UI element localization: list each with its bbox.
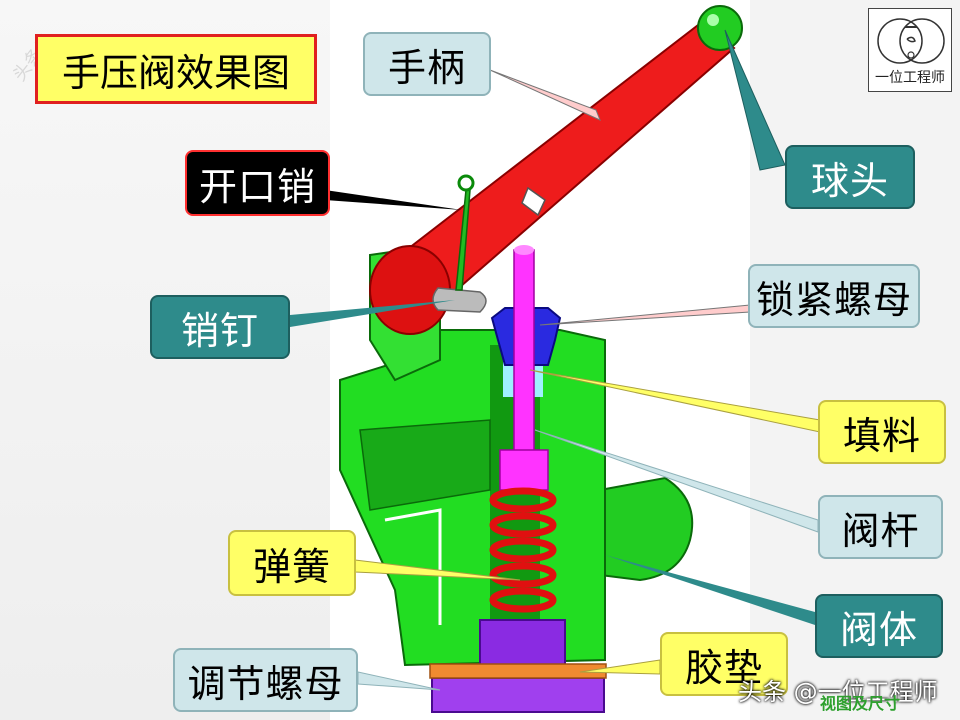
leader-pin xyxy=(290,300,455,327)
outlet-pipe xyxy=(599,476,694,582)
pin-shape xyxy=(432,287,487,313)
inlet-passage xyxy=(359,419,491,511)
stem-collar xyxy=(499,449,549,491)
logo-mark-icon xyxy=(877,18,945,64)
cotter-pin-loop xyxy=(457,174,475,192)
label-pin: 销钉 xyxy=(150,295,290,359)
label-cotter-pin: 开口销 xyxy=(185,150,330,216)
label-ball-head: 球头 xyxy=(785,145,915,209)
leader-cotter-pin xyxy=(325,190,462,210)
logo-name: 一位工程师 xyxy=(875,70,945,86)
adjust-nut-lower xyxy=(431,677,605,713)
label-packing: 填料 xyxy=(818,400,946,464)
label-gasket: 胶垫 xyxy=(660,632,788,696)
handle-ring xyxy=(521,186,546,217)
watermark-subtext: 视图及尺寸 xyxy=(820,694,901,713)
stem-top xyxy=(514,245,534,255)
label-adjust-nut: 调节螺母 xyxy=(173,648,358,712)
logo: 一位工程师 xyxy=(868,8,952,92)
spring-shape xyxy=(489,487,557,613)
leader-lines xyxy=(290,29,821,691)
leader-lock-nut xyxy=(539,304,751,326)
valve-stem-shape xyxy=(513,249,535,481)
gasket-shape xyxy=(429,663,607,679)
watermark: 头条 @一位工程师 xyxy=(738,678,938,706)
leader-adjust-nut xyxy=(357,671,441,691)
label-lock-nut: 锁紧螺母 xyxy=(748,264,920,328)
label-valve-body: 阀体 xyxy=(815,594,943,658)
leader-handle xyxy=(489,69,601,121)
diagram-title: 手压阀效果图 xyxy=(35,34,317,104)
background-panel-left xyxy=(0,0,330,720)
ball-head-highlight xyxy=(707,14,719,26)
label-valve-stem: 阀杆 xyxy=(818,495,943,559)
leader-valve-body xyxy=(605,555,815,625)
ball-head-shape xyxy=(697,5,743,51)
leader-ball-head xyxy=(724,29,786,171)
section-edge-line xyxy=(384,508,442,625)
label-spring: 弹簧 xyxy=(228,530,356,596)
adjust-nut-upper xyxy=(479,619,566,666)
label-handle: 手柄 xyxy=(363,32,491,96)
